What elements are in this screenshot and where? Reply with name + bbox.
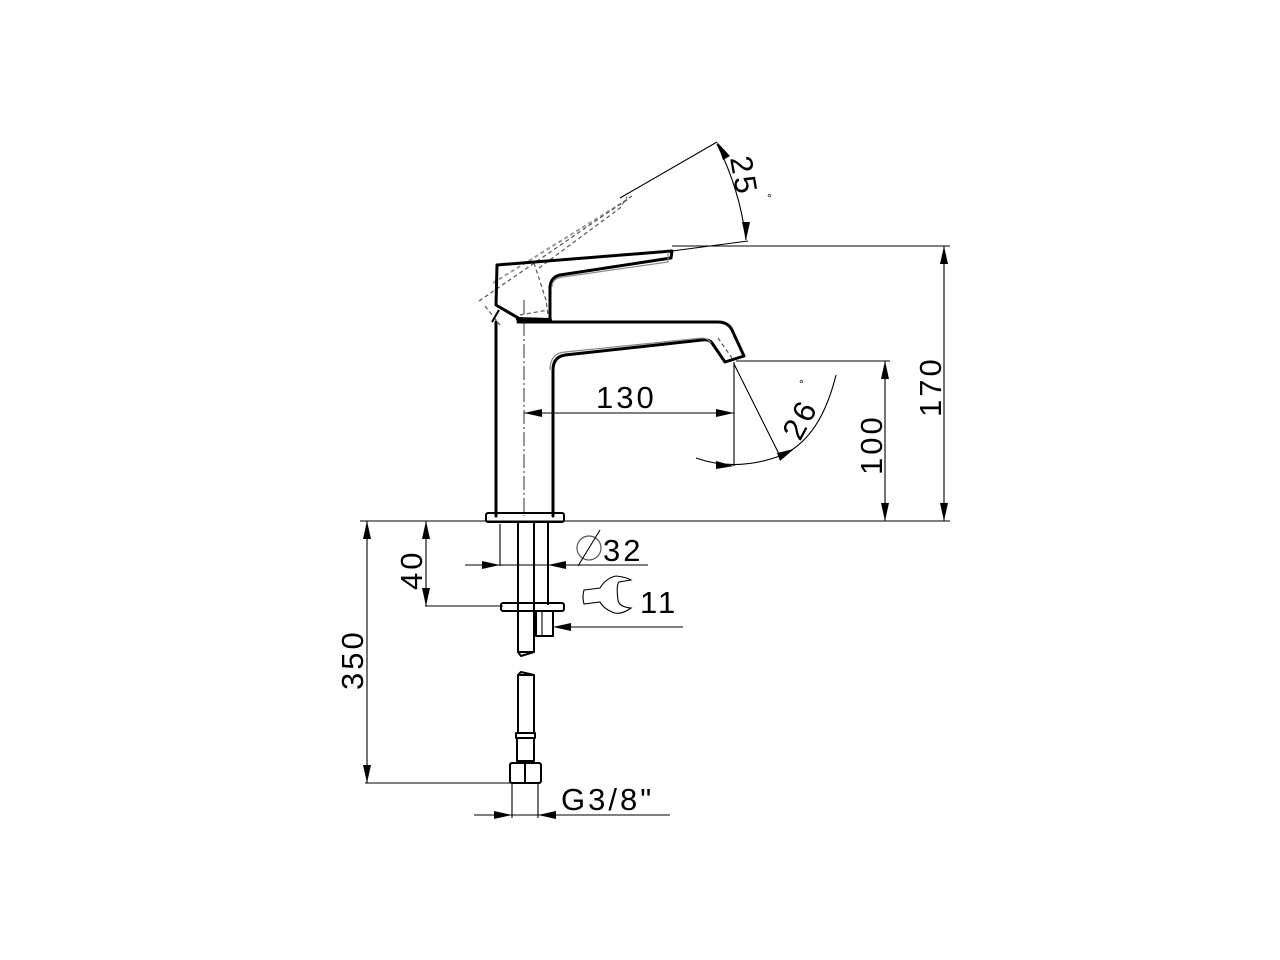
hose-length-label: 350	[335, 629, 370, 690]
lever-angle-label: 25	[723, 153, 764, 199]
lever-handle	[491, 249, 674, 323]
wrench-size-dimension: 11	[553, 575, 683, 631]
wrench-size-label: 11	[640, 585, 678, 620]
thread-label: G3/8"	[561, 782, 654, 817]
hole-diameter-label: 32	[603, 533, 643, 568]
hose-length-dimension: 350	[335, 521, 512, 784]
wrench-icon	[582, 575, 633, 614]
deck-thickness-label: 40	[394, 550, 429, 590]
spout-reach-dimension: 130	[524, 362, 735, 466]
diameter-icon	[576, 529, 602, 567]
spout-angle-label: 26	[775, 393, 825, 445]
fixing-assembly	[500, 521, 565, 784]
spout-height-label: 100	[854, 414, 889, 475]
spout-reach-label: 130	[596, 380, 657, 415]
lever-angle-dimension: 25 °	[619, 141, 950, 252]
total-height-label: 170	[913, 356, 948, 417]
lever-raised-outline	[478, 195, 633, 326]
deck-thickness-dimension: 40	[394, 521, 503, 607]
height-dimensions: 100 170	[360, 246, 950, 522]
hole-diameter-dimension: 32	[465, 524, 648, 569]
degree-symbol: °	[767, 191, 772, 205]
degree-symbol: °	[799, 377, 804, 391]
thread-dimension: G3/8"	[474, 782, 670, 819]
